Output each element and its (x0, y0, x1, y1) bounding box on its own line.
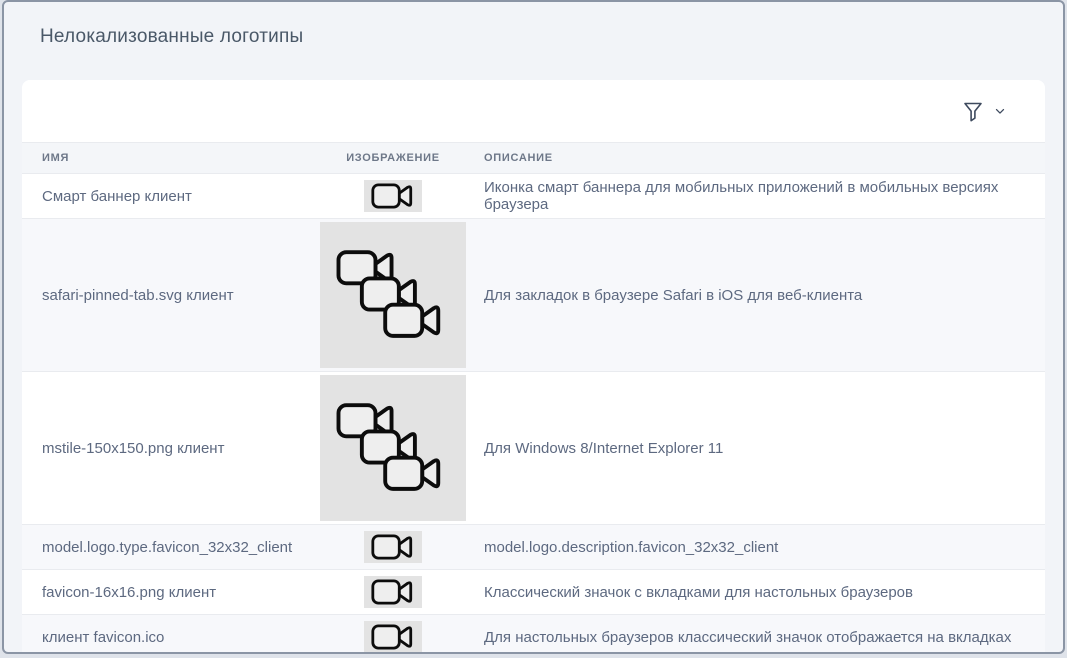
logo-description: Классический значок с вкладками для наст… (484, 583, 913, 601)
logo-name: клиент favicon.ico (22, 614, 318, 652)
chevron-down-icon (993, 104, 1007, 118)
table-row[interactable]: safari-pinned-tab.svg клиент Для закладо… (22, 218, 1045, 372)
logo-description: Иконка смарт баннера для мобильных прило… (484, 179, 999, 213)
logo-description: Для Windows 8/Internet Explorer 11 (484, 439, 724, 457)
table-row[interactable]: Смарт баннер клиент Иконка смарт баннера… (22, 173, 1045, 219)
logo-description: model.logo.description.favicon_32x32_cli… (468, 524, 1045, 570)
logo-description: Для закладок в браузере Safari в iOS для… (468, 218, 1045, 372)
logo-name: model.logo.type.favicon_32x32_client (22, 524, 318, 570)
filter-control[interactable] (961, 99, 1007, 123)
table-row[interactable]: favicon-16x16.png клиент Классический зн… (22, 569, 1045, 615)
video-camera-placeholder-icon[interactable] (320, 222, 466, 368)
column-header-image: ИЗОБРАЖЕНИЕ (318, 142, 468, 174)
logo-description: Для настольных браузеров классический зн… (468, 614, 1045, 652)
logo-name: Смарт баннер клиент (42, 187, 192, 205)
video-camera-placeholder-icon[interactable] (320, 375, 466, 521)
logo-name: safari-pinned-tab.svg клиент (22, 218, 318, 372)
table-toolbar (22, 80, 1045, 142)
video-camera-placeholder-icon[interactable] (364, 621, 422, 652)
video-camera-placeholder-icon[interactable] (364, 180, 422, 212)
table-header-row: ИМЯ ИЗОБРАЖЕНИЕ ОПИСАНИЕ (22, 142, 1045, 174)
column-header-description: ОПИСАНИЕ (468, 142, 1045, 174)
table-row[interactable]: model.logo.type.favicon_32x32_client mod… (22, 524, 1045, 570)
video-camera-placeholder-icon[interactable] (364, 531, 422, 563)
table-row[interactable]: клиент favicon.ico Для настольных браузе… (22, 614, 1045, 652)
table-row[interactable]: mstile-150x150.png клиент Для Windows 8/… (22, 371, 1045, 525)
logo-name: favicon-16x16.png клиент (42, 583, 217, 601)
video-camera-placeholder-icon[interactable] (364, 576, 422, 608)
logos-table: ИМЯ ИЗОБРАЖЕНИЕ ОПИСАНИЕ Смарт баннер кл… (22, 142, 1045, 652)
logos-panel: ИМЯ ИЗОБРАЖЕНИЕ ОПИСАНИЕ Смарт баннер кл… (22, 80, 1045, 652)
column-header-name: ИМЯ (22, 142, 318, 174)
page-title: Нелокализованные логотипы (40, 26, 304, 47)
funnel-icon (961, 99, 985, 123)
logo-name: mstile-150x150.png клиент (42, 439, 225, 457)
